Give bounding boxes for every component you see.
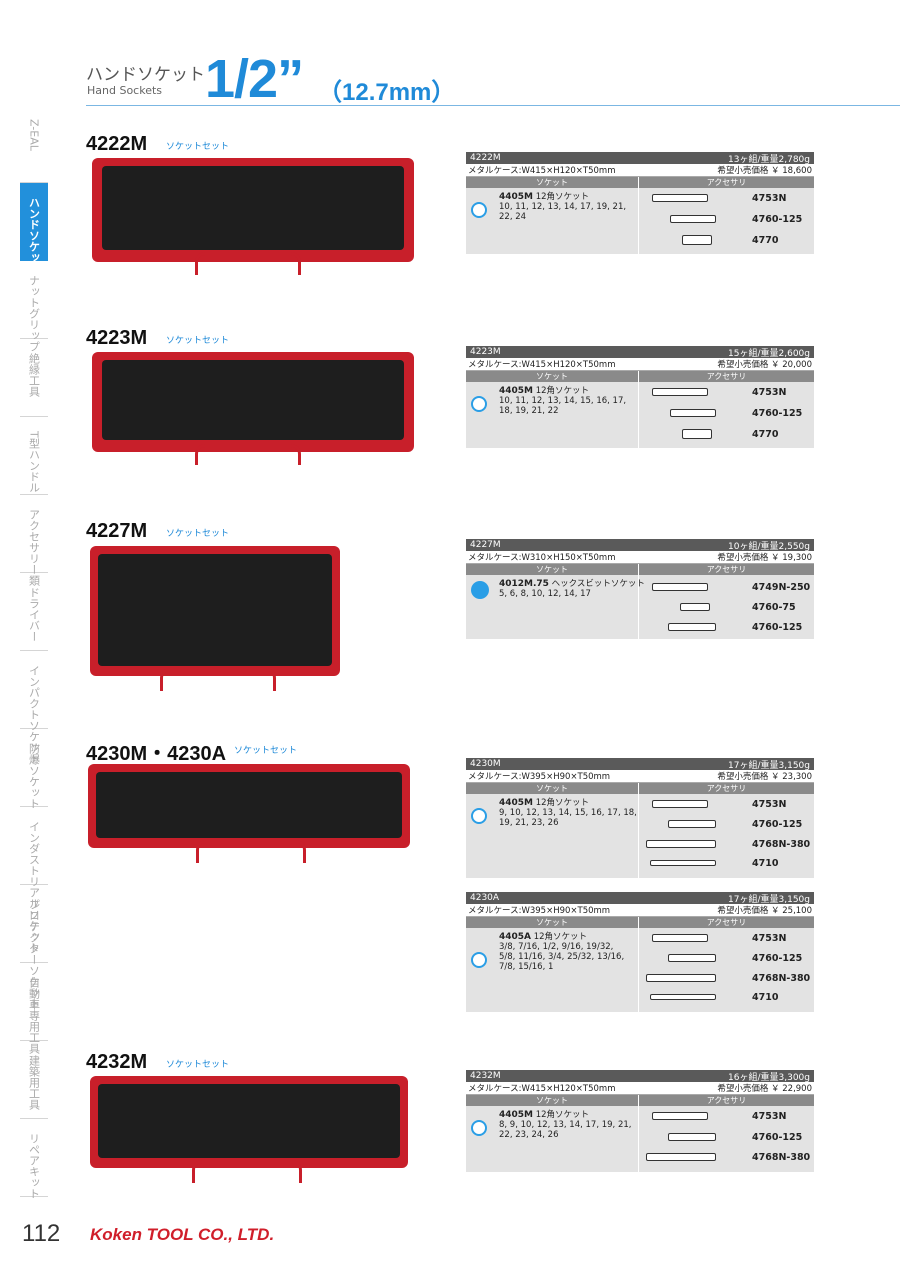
set-subtitle: ソケットセット	[166, 336, 230, 346]
set-code-4232m: 4232M	[86, 1051, 148, 1073]
sidebar-item-repair-kit[interactable]: リペアキット	[20, 1119, 48, 1199]
case-image-4230	[88, 764, 410, 848]
header-divider	[86, 105, 900, 106]
sidebar-item-protector[interactable]: プロテクターソケット	[20, 885, 48, 1009]
socket-12pt-icon	[471, 202, 487, 218]
case-image-4222m	[92, 158, 414, 262]
case-handle	[196, 840, 306, 863]
case-handle	[160, 668, 276, 691]
header-title-en: Hand Sockets	[87, 84, 163, 97]
extension-bar-icon	[670, 409, 716, 417]
spinner-handle-icon	[646, 840, 716, 848]
brand-logo: Koken TOOL CO., LTD.	[90, 1225, 275, 1244]
extension-bar-icon	[668, 954, 716, 962]
set-subtitle: ソケットセット	[166, 1060, 230, 1070]
header-title-jp: ハンドソケット	[86, 65, 205, 85]
ratchet-icon	[652, 1112, 708, 1120]
socket-12pt-icon	[471, 1120, 487, 1136]
set-code-4227m: 4227M	[86, 520, 148, 542]
set-subtitle: ソケットセット	[234, 746, 298, 756]
extension-bar-icon	[680, 603, 710, 611]
spinner-handle-icon	[646, 1153, 716, 1161]
header-size-mm: （12.7mm）	[318, 79, 456, 106]
sidebar-item-automotive[interactable]: 自動車専用工具	[20, 963, 48, 1054]
hex-bit-socket-icon	[471, 581, 489, 599]
case-handle	[192, 1160, 302, 1183]
sidebar-item-explosion-proof[interactable]: 防爆ソケット	[20, 729, 48, 809]
extension-bar-icon	[668, 623, 716, 631]
sidebar-item-hand-sockets[interactable]: ハンドソケット	[20, 183, 48, 274]
spinner-handle-icon	[646, 974, 716, 982]
ratchet-icon	[652, 388, 708, 396]
sliding-t-bar-icon	[650, 994, 716, 1000]
extension-bar-icon	[668, 1133, 716, 1141]
socket-12pt-icon	[471, 396, 487, 412]
sidebar-item-impact[interactable]: インパクトソケット	[20, 651, 48, 764]
set-subtitle: ソケットセット	[166, 142, 230, 152]
set-code-4230: 4230M・4230A	[86, 743, 227, 765]
sidebar-item-zeal[interactable]: Z-EAL	[20, 105, 48, 183]
case-image-4227m	[90, 546, 340, 676]
sidebar-item-accessories[interactable]: アクセサリー類	[20, 495, 48, 586]
sidebar-item-construction[interactable]: 建築用工具	[20, 1041, 48, 1119]
ratchet-icon	[652, 583, 708, 591]
sidebar-item-t-handle[interactable]: T型ハンドル	[20, 417, 48, 495]
case-image-4232m	[90, 1076, 408, 1168]
set-code-4223m: 4223M	[86, 327, 148, 349]
sidebar-item-driver[interactable]: ドライバー	[20, 573, 48, 651]
set-subtitle: ソケットセット	[166, 529, 230, 539]
case-handle	[195, 444, 301, 465]
ratchet-icon	[652, 934, 708, 942]
sliding-t-bar-icon	[650, 860, 716, 866]
sidebar-item-nut-grip[interactable]: ナットグリップ	[20, 261, 48, 352]
extension-bar-icon	[668, 820, 716, 828]
sidebar-item-industrial[interactable]: インダストリアルソケット	[20, 807, 48, 953]
socket-12pt-icon	[471, 808, 487, 824]
universal-joint-icon	[682, 235, 712, 245]
universal-joint-icon	[682, 429, 712, 439]
page-number: 112	[22, 1220, 61, 1247]
socket-12pt-icon	[471, 952, 487, 968]
case-handle	[195, 252, 301, 275]
ratchet-icon	[652, 800, 708, 808]
header-size: 1/2”	[205, 49, 304, 109]
ratchet-icon	[652, 194, 708, 202]
sidebar-item-insulated[interactable]: 絶縁工具	[20, 339, 48, 417]
set-code-4222m: 4222M	[86, 133, 148, 155]
case-image-4223m	[92, 352, 414, 452]
extension-bar-icon	[670, 215, 716, 223]
